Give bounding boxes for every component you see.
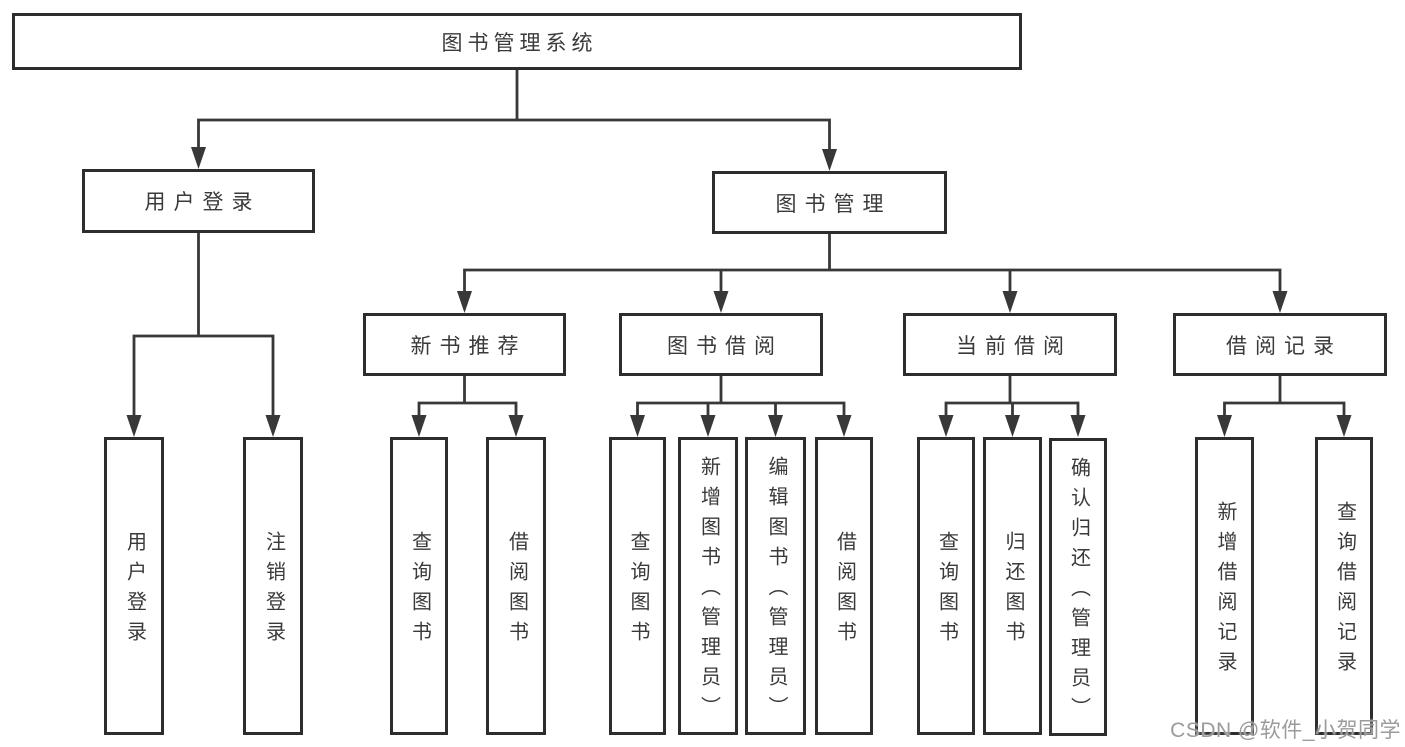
node-label: 编辑图书（管理员） <box>765 456 787 726</box>
node-leaf-return-books: 归还图书 <box>983 437 1042 735</box>
node-leaf-borrow-books-1: 借阅图书 <box>486 437 546 735</box>
arrow-icon <box>265 415 281 437</box>
node-label: 当前借阅 <box>956 334 1072 358</box>
node-borrow-records: 借阅记录 <box>1173 313 1387 376</box>
node-leaf-borrow-books-2: 借阅图书 <box>815 437 873 735</box>
arrow-icon <box>1217 415 1232 437</box>
node-leaf-user-login: 用户登录 <box>104 437 164 735</box>
connector-root-to-level2 <box>197 70 831 151</box>
arrow-icon <box>457 291 472 313</box>
node-new-book-recommend: 新书推荐 <box>363 313 566 376</box>
arrow-icon <box>836 415 852 437</box>
arrow-icon <box>1070 415 1086 437</box>
node-leaf-query-books-2: 查询图书 <box>609 437 666 735</box>
node-label: 图书管理 <box>775 192 892 216</box>
arrow-icon <box>1336 415 1352 437</box>
node-leaf-query-books-3: 查询图书 <box>917 437 975 735</box>
node-label: 新书推荐 <box>410 334 527 358</box>
connector-bookmgmt-to-level3 <box>463 234 1282 293</box>
arrow-icon <box>411 415 427 437</box>
node-leaf-logout: 注销登录 <box>243 437 303 735</box>
arrow-icon <box>713 291 729 313</box>
arrow-icon <box>508 415 524 437</box>
node-label: 查询图书 <box>408 531 431 651</box>
node-label: 借阅图书 <box>833 531 856 651</box>
node-label: 新增图书（管理员） <box>697 456 720 726</box>
node-label: 注销登录 <box>262 531 285 651</box>
arrow-icon <box>1002 291 1018 313</box>
arrow-icon <box>1005 415 1020 437</box>
arrow-icon <box>630 415 645 437</box>
node-label: 用户登录 <box>123 531 146 651</box>
arrow-icon <box>938 415 954 437</box>
node-label: 查询图书 <box>627 531 649 651</box>
connector-userlogin-group <box>132 233 275 417</box>
csdn-watermark: CSDN @软件_小贺同学 <box>1170 719 1401 742</box>
node-label: 归还图书 <box>1002 531 1024 651</box>
node-label: 新增借阅记录 <box>1214 501 1236 681</box>
node-current-borrowing: 当前借阅 <box>903 313 1117 376</box>
node-leaf-add-borrow-record: 新增借阅记录 <box>1195 437 1254 735</box>
connector-newbookrec-group <box>417 376 518 417</box>
node-library-system: 图书管理系统 <box>12 13 1022 70</box>
node-label: 图书管理系统 <box>441 31 598 55</box>
node-label: 借阅图书 <box>505 531 528 651</box>
node-book-management: 图书管理 <box>712 171 947 234</box>
connector-currentborrow-group <box>944 376 1080 417</box>
node-leaf-query-books-1: 查询图书 <box>390 437 448 735</box>
node-user-login: 用户登录 <box>82 169 315 233</box>
arrow-icon <box>822 149 837 171</box>
node-label: 查询图书 <box>935 531 958 651</box>
arrow-icon <box>1272 291 1288 313</box>
node-label: 用户登录 <box>144 191 261 214</box>
arrow-icon <box>191 147 206 169</box>
node-book-borrowing: 图书借阅 <box>619 313 823 376</box>
node-leaf-edit-books-admin: 编辑图书（管理员） <box>745 437 806 735</box>
node-leaf-query-borrow-record: 查询借阅记录 <box>1315 437 1373 735</box>
node-leaf-add-books-admin: 新增图书（管理员） <box>678 437 738 735</box>
node-leaf-confirm-return-admin: 确认归还（管理员） <box>1049 438 1107 736</box>
connector-bookborrow-group <box>636 376 846 417</box>
arrow-icon <box>126 415 142 437</box>
arrow-icon <box>768 415 783 437</box>
connector-borrowrecords-group <box>1223 376 1346 417</box>
node-label: 借阅记录 <box>1226 334 1342 358</box>
node-label: 图书借阅 <box>667 334 783 358</box>
arrowheads <box>126 147 1352 437</box>
node-label: 查询借阅记录 <box>1333 501 1356 681</box>
node-label: 确认归还（管理员） <box>1067 457 1090 727</box>
arrow-icon <box>700 415 716 437</box>
